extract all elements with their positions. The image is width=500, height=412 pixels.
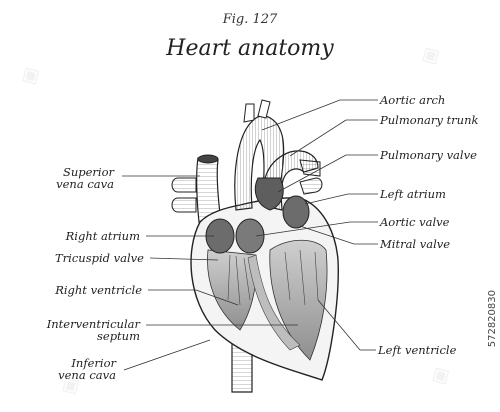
label-left-atrium: Left atrium bbox=[380, 188, 446, 200]
label-line: Tricuspid valve bbox=[55, 251, 144, 265]
right-pulmonary-veins-shape bbox=[171, 177, 197, 213]
label-line: Superior bbox=[62, 165, 114, 179]
figure-number: Fig. 127 bbox=[222, 12, 278, 27]
label-pulmonary-trunk: Pulmonary trunk bbox=[380, 114, 478, 126]
label-aortic-arch: Aortic arch bbox=[380, 94, 445, 106]
chambers-shape bbox=[207, 239, 328, 361]
label-line: Right ventricle bbox=[55, 283, 142, 297]
label-line: Left atrium bbox=[380, 187, 446, 201]
label-line: Interventricular bbox=[46, 317, 140, 331]
figure-title: Heart anatomy bbox=[166, 36, 334, 61]
label-inferior-vena-cava: Inferior vena cava bbox=[58, 357, 116, 381]
label-line: Inferior bbox=[71, 356, 116, 370]
label-line: Aortic arch bbox=[380, 93, 446, 107]
label-line: Mitral valve bbox=[380, 237, 451, 251]
valves-shape bbox=[205, 177, 310, 254]
label-right-atrium: Right atrium bbox=[66, 230, 140, 242]
label-line: Pulmonary trunk bbox=[380, 113, 479, 127]
label-tricuspid-valve: Tricuspid valve bbox=[55, 252, 144, 264]
label-mitral-valve: Mitral valve bbox=[380, 238, 450, 250]
label-line: Aortic valve bbox=[380, 215, 450, 229]
label-line: vena cava bbox=[58, 368, 116, 382]
leader-lines-left bbox=[122, 175, 298, 371]
label-line: Left ventricle bbox=[378, 343, 457, 357]
label-pulmonary-valve: Pulmonary valve bbox=[380, 149, 477, 161]
left-pulmonary-veins-shape bbox=[299, 177, 323, 195]
label-interventricular-septum: Interventricular septum bbox=[47, 318, 140, 342]
label-superior-vena-cava: Superior vena cava bbox=[56, 166, 114, 190]
label-left-ventricle: Left ventricle bbox=[378, 344, 456, 356]
label-right-ventricle: Right ventricle bbox=[55, 284, 142, 296]
label-line: Pulmonary valve bbox=[380, 148, 477, 162]
label-line: Right atrium bbox=[65, 229, 140, 243]
label-aortic-valve: Aortic valve bbox=[380, 216, 449, 228]
stock-id: 572820830 bbox=[487, 290, 498, 348]
label-line: septum bbox=[96, 329, 140, 343]
label-line: vena cava bbox=[56, 177, 114, 191]
leader-lines-right bbox=[255, 99, 378, 351]
